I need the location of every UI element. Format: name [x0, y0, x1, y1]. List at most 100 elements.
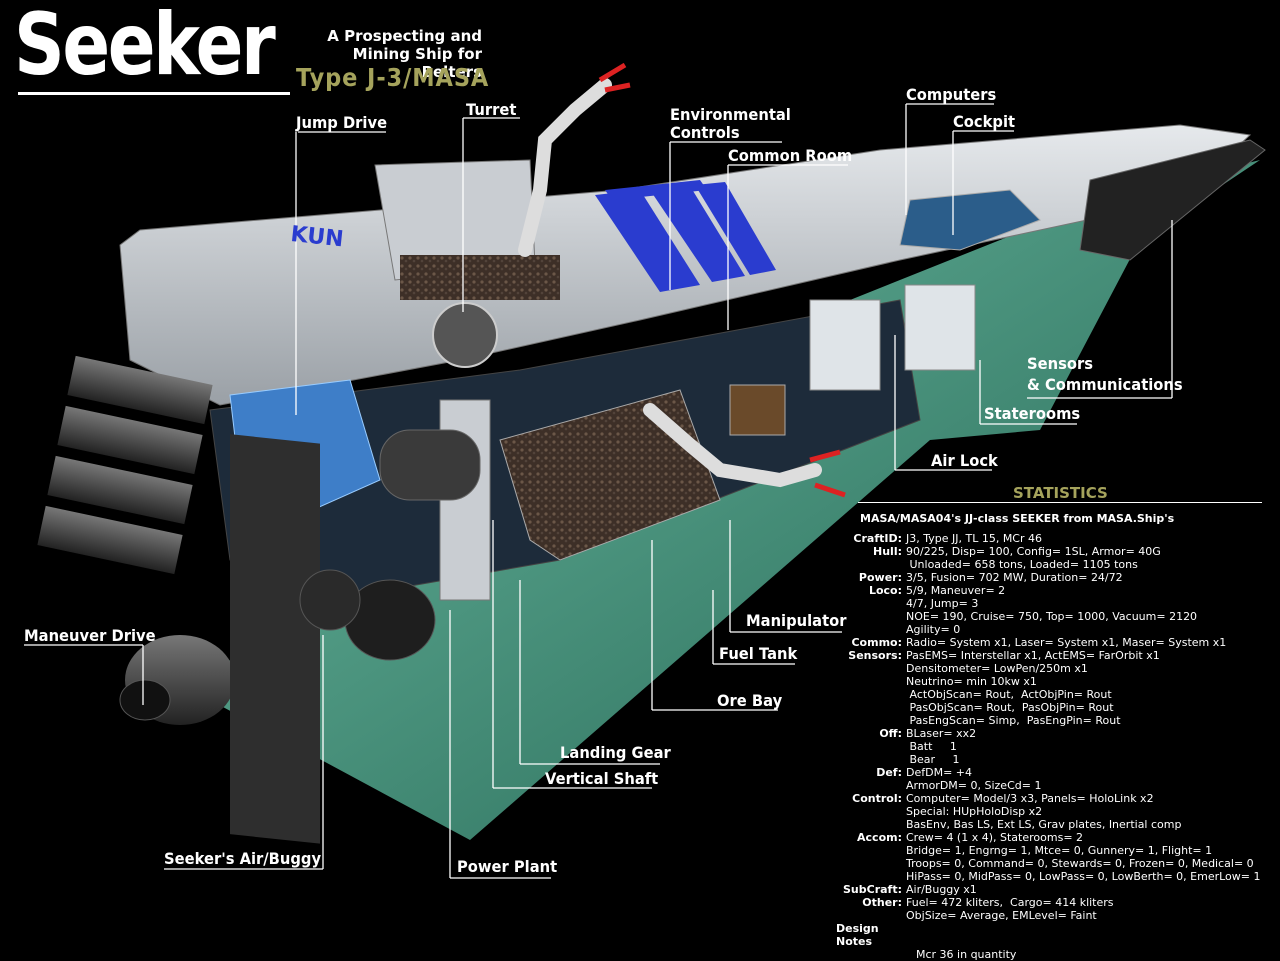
- stat-value: Batt 1: [906, 740, 957, 753]
- stat-key: Other:: [862, 896, 902, 909]
- label-sensors-1: Sensors: [1027, 354, 1093, 373]
- label-landing-gear: Landing Gear: [560, 743, 671, 762]
- stat-key: CraftID:: [853, 532, 902, 545]
- stat-row: ObjSize= Average, EMLevel= Faint: [836, 909, 1276, 922]
- statistics-heading: MASA/MASA04's JJ-class SEEKER from MASA.…: [860, 512, 1175, 525]
- stat-row: ArmorDM= 0, SizeCd= 1: [836, 779, 1276, 792]
- stat-value: ActObjScan= Rout, ActObjPin= Rout: [906, 688, 1112, 701]
- stat-key: [836, 714, 906, 727]
- stat-row: Loco: 5/9, Maneuver= 2: [836, 584, 1276, 597]
- stat-key: [836, 662, 906, 675]
- subtitle-line-1: A Prospecting and: [327, 27, 482, 45]
- stat-value: BasEnv, Bas LS, Ext LS, Grav plates, Ine…: [906, 818, 1182, 831]
- stat-value: NOE= 190, Cruise= 750, Top= 1000, Vacuum…: [906, 610, 1198, 623]
- stat-row: ActObjScan= Rout, ActObjPin= Rout: [836, 688, 1276, 701]
- stat-row: Troops= 0, Command= 0, Stewards= 0, Froz…: [836, 857, 1276, 870]
- stat-value: J3, Type JJ, TL 15, MCr 46: [906, 532, 1043, 545]
- stat-key: [836, 701, 906, 714]
- stat-key: [836, 558, 906, 571]
- stat-key: [836, 818, 906, 831]
- stat-row: 4/7, Jump= 3: [836, 597, 1276, 610]
- hull-lettering: KUN: [289, 222, 345, 253]
- claw-icon: [598, 62, 631, 93]
- label-maneuver-drive: Maneuver Drive: [24, 626, 156, 645]
- stat-row: CraftID: J3, Type JJ, TL 15, MCr 46: [836, 532, 1276, 545]
- stat-value: Bridge= 1, Engrng= 1, Mtce= 0, Gunnery= …: [906, 844, 1213, 857]
- stat-key: Loco:: [868, 584, 902, 597]
- hull-stripe: [650, 186, 745, 282]
- stat-value: PasEngScan= Simp, PasEngPin= Rout: [906, 714, 1121, 727]
- stat-row: Neutrino= min 10kw x1: [836, 675, 1276, 688]
- stat-value: ObjSize= Average, EMLevel= Faint: [906, 909, 1097, 922]
- stat-key: Off:: [879, 727, 902, 740]
- stat-key: [836, 870, 906, 883]
- stat-value: Special: HUpHoloDisp x2: [906, 805, 1043, 818]
- label-air-buggy: Seeker's Air/Buggy: [164, 849, 322, 868]
- stat-row: Other: Fuel= 472 kliters, Cargo= 414 klit…: [836, 896, 1276, 909]
- stat-row: Bridge= 1, Engrng= 1, Mtce= 0, Gunnery= …: [836, 844, 1276, 857]
- design-notes-text: Mcr 36 in quantity: [916, 948, 1017, 961]
- stat-value: HiPass= 0, MidPass= 0, LowPass= 0, LowBe…: [906, 870, 1261, 883]
- design-notes-label: Design Notes: [836, 922, 879, 948]
- stat-row: HiPass= 0, MidPass= 0, LowPass= 0, LowBe…: [836, 870, 1276, 883]
- callout-lines: [24, 103, 1173, 879]
- label-common-room: Common Room: [728, 146, 853, 165]
- manipulator-arm-lower: [643, 403, 822, 488]
- stat-value: Fuel= 472 kliters, Cargo= 414 kliters: [906, 896, 1114, 909]
- hull-stripe: [695, 182, 776, 275]
- stat-key: [836, 779, 906, 792]
- label-fuel-tank: Fuel Tank: [719, 644, 798, 663]
- stat-key: Sensors:: [848, 649, 902, 662]
- turret-ore-bin: [400, 255, 560, 300]
- stat-key: [836, 610, 906, 623]
- stat-key: [836, 688, 906, 701]
- statistics-rule: [858, 502, 1262, 503]
- statistics-table: CraftID: J3, Type JJ, TL 15, MCr 46 Hull: 9…: [836, 532, 1276, 961]
- turret-dome: [432, 302, 498, 368]
- label-turret: Turret: [466, 100, 517, 119]
- stat-value: 90/225, Disp= 100, Config= 1SL, Armor= 4…: [906, 545, 1161, 558]
- stat-value: 5/9, Maneuver= 2: [906, 584, 1006, 597]
- stat-value: Neutrino= min 10kw x1: [906, 675, 1037, 688]
- ore-bay: [499, 389, 721, 561]
- stat-key: [836, 675, 906, 688]
- stat-row: Def:DefDM= +4: [836, 766, 1276, 779]
- stat-key: [836, 753, 906, 766]
- stat-row: Off: BLaser= xx2: [836, 727, 1276, 740]
- stat-value: 3/5, Fusion= 702 MW, Duration= 24/72: [906, 571, 1123, 584]
- stat-value: BLaser= xx2: [906, 727, 977, 740]
- label-computers: Computers: [906, 85, 997, 104]
- stat-value: PasObjScan= Rout, PasObjPin= Rout: [906, 701, 1114, 714]
- stat-key: [836, 844, 906, 857]
- stat-key: Commo:: [851, 636, 902, 649]
- label-air-lock: Air Lock: [931, 451, 998, 470]
- stat-row: Commo:Radio= System x1, Laser= System x1…: [836, 636, 1276, 649]
- stat-key: Accom:: [857, 831, 902, 844]
- stat-key: Control:: [852, 792, 902, 805]
- label-sensors-2: & Communications: [1027, 375, 1183, 394]
- label-cockpit: Cockpit: [953, 112, 1016, 131]
- subtitle-line-2: Mining Ship for Belters: [352, 45, 482, 81]
- stateroom-2: [904, 284, 976, 371]
- power-plant: [299, 429, 481, 661]
- stat-value: Densitometer= LowPen/250m x1: [906, 662, 1088, 675]
- stat-row: PasObjScan= Rout, PasObjPin= Rout: [836, 701, 1276, 714]
- lower-hull-green: [210, 160, 1260, 840]
- stat-value: PasEMS= Interstellar x1, ActEMS= FarOrbi…: [906, 649, 1160, 662]
- label-environmental-controls-1: Environmental: [670, 105, 791, 124]
- stat-row: Sensors: PasEMS= Interstellar x1, ActEMS=…: [836, 649, 1276, 662]
- page-title: Seeker: [14, 0, 276, 95]
- statistics-rows: CraftID: J3, Type JJ, TL 15, MCr 46 Hull: 9…: [836, 532, 1276, 922]
- label-environmental-controls-2: Controls: [670, 123, 740, 142]
- stat-row: Special: HUpHoloDisp x2: [836, 805, 1276, 818]
- label-vertical-shaft: Vertical Shaft: [545, 769, 659, 788]
- ship-type: Type J-3/MASA: [296, 63, 490, 92]
- hull-stripe: [605, 180, 707, 200]
- stat-value: Agility= 0: [906, 623, 961, 636]
- label-power-plant: Power Plant: [457, 857, 558, 876]
- stat-row: Densitometer= LowPen/250m x1: [836, 662, 1276, 675]
- stat-value: 4/7, Jump= 3: [906, 597, 979, 610]
- manipulator-arm-top: [518, 78, 612, 257]
- stat-key: Hull:: [873, 545, 902, 558]
